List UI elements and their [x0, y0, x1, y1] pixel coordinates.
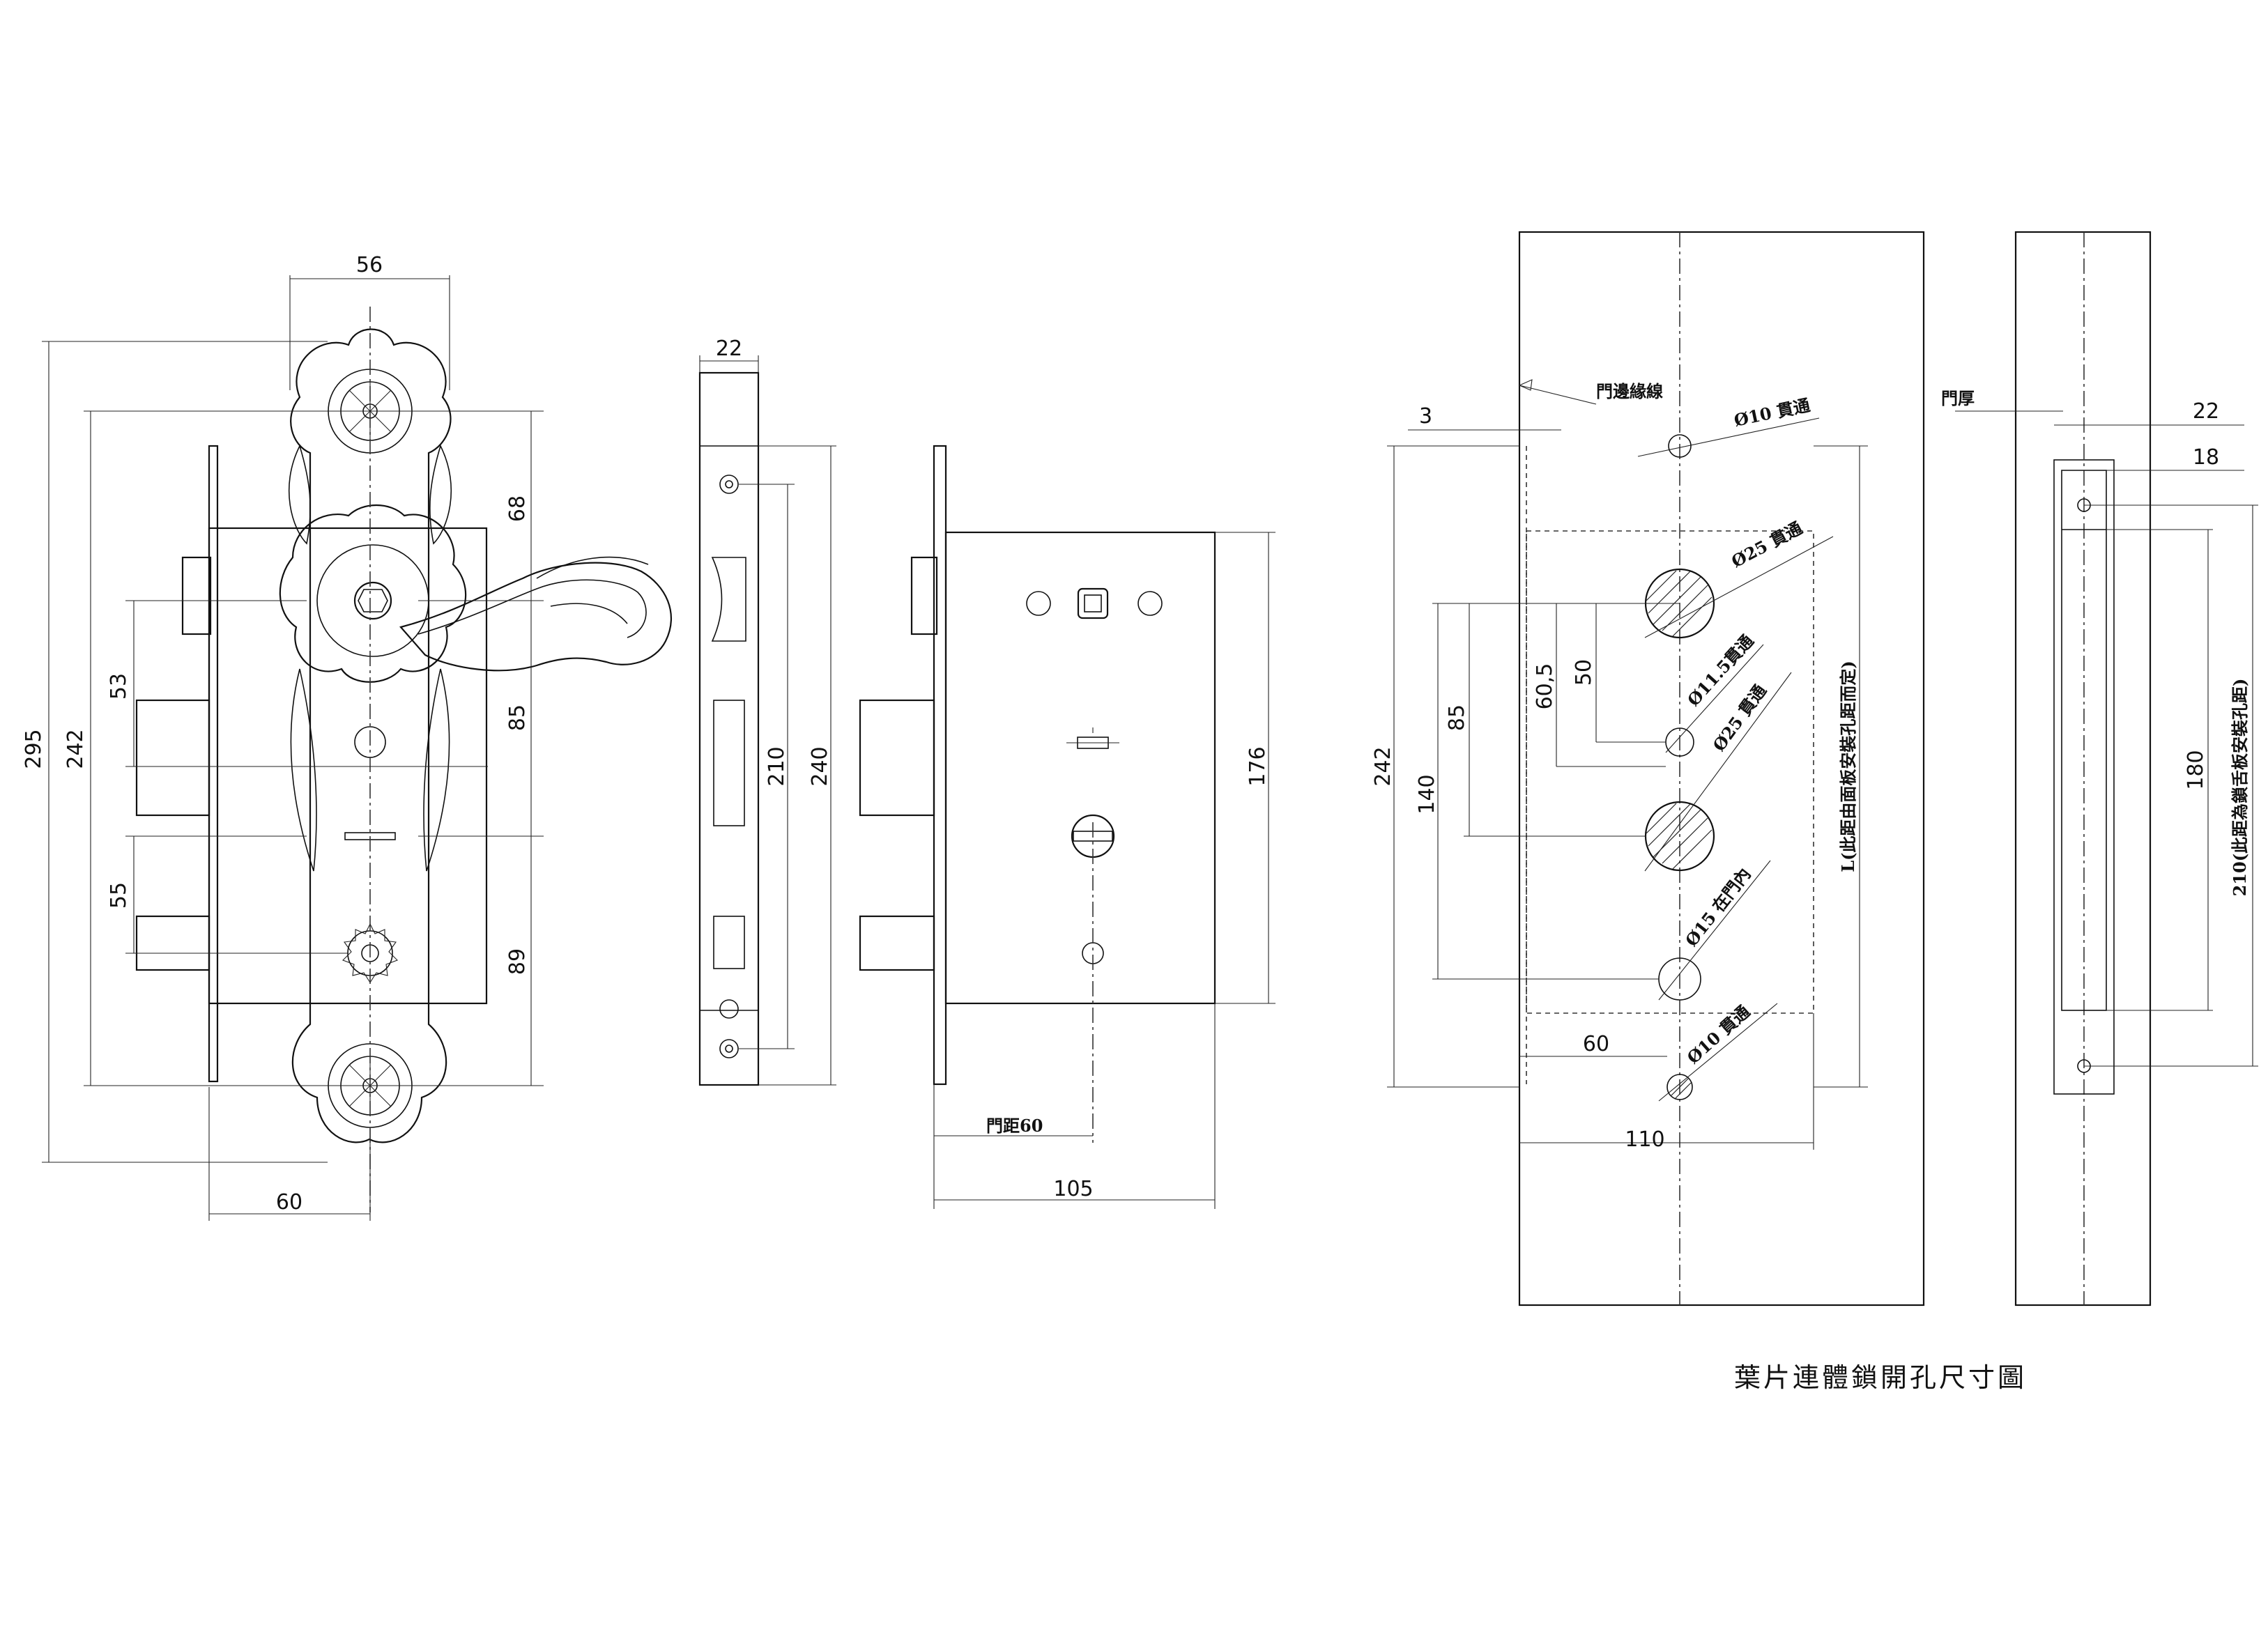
dim-295: 295	[22, 729, 46, 769]
dim-240: 240	[808, 746, 832, 786]
dim-89: 89	[505, 948, 530, 975]
dim-105: 105	[1053, 1177, 1093, 1201]
front-deadbolt	[135, 915, 210, 971]
note-210: 210(此距為鎖舌板安裝孔距)	[2230, 679, 2250, 897]
lever-handle	[399, 562, 672, 672]
leaf-ornament-icon	[288, 444, 311, 545]
dim-242-front: 242	[63, 729, 88, 769]
dim-3: 3	[1419, 404, 1432, 429]
l-note: L(此距由面板安裝孔距而定)	[1838, 661, 1858, 872]
dim-176: 176	[1246, 746, 1270, 786]
dim-180: 180	[2184, 750, 2208, 789]
hole-label-6: Ø10 貫通	[1683, 1001, 1754, 1068]
faceplate-view: 22 210 240	[698, 337, 836, 1086]
dim-60-door: 60	[1583, 1032, 1609, 1056]
front-latch	[135, 699, 210, 817]
front-faceplate	[208, 445, 219, 1083]
escutcheon-plate	[290, 328, 452, 1143]
dim-53: 53	[107, 673, 131, 700]
hole-top-10	[1668, 434, 1692, 458]
dim-18: 18	[2193, 445, 2219, 470]
dim-210-plate: 210	[765, 746, 789, 786]
dim-22-plate: 22	[716, 337, 742, 361]
dim-22-edge: 22	[2193, 399, 2219, 424]
door-thickness-label: 門厚	[1941, 388, 1975, 408]
dim-242-door: 242	[1371, 746, 1395, 786]
front-lock-body	[208, 527, 488, 1005]
hole-label-4: Ø25 貫通	[1708, 681, 1770, 755]
dim-85-door: 85	[1445, 704, 1469, 731]
door-edge-view: 門厚 22 18 180 210(此距為鎖舌板安裝孔距)	[1941, 231, 2258, 1307]
hole-label-2: Ø25 貫通	[1728, 518, 1805, 572]
dim-85-front: 85	[505, 704, 530, 731]
hole-label-1: Ø10 貫通	[1732, 394, 1811, 430]
door-prep-view: 門邊緣線 3 242 140 85 60,5 50 60 110	[1371, 231, 1925, 1307]
dim-140: 140	[1415, 774, 1439, 814]
dim-60-5: 60,5	[1533, 663, 1557, 710]
lock-body-view: 176 門距60 105	[859, 445, 1275, 1209]
front-top-tab	[181, 556, 212, 635]
spindle-hole-icon	[353, 581, 392, 620]
hole-label-5: Ø15 在門內	[1681, 864, 1755, 950]
dim-60-front: 60	[276, 1190, 302, 1215]
dim-68: 68	[505, 495, 530, 522]
door-edge-label: 門邊緣線	[1596, 381, 1663, 401]
dim-55: 55	[107, 882, 131, 909]
handle-rosette	[279, 504, 467, 683]
dim-110: 110	[1625, 1127, 1664, 1152]
hole-bottom-10	[1666, 1074, 1693, 1100]
dim-50: 50	[1572, 659, 1596, 686]
front-view: 56 295 242 68 85 89 53 55 60	[22, 253, 672, 1221]
bolt-slot-upper	[713, 700, 745, 826]
dim-56: 56	[356, 253, 383, 277]
bolt-slot-lower	[713, 916, 745, 969]
backset-label: 門距60	[986, 1116, 1043, 1136]
spindle-square-icon	[1077, 587, 1109, 619]
latch-slot	[711, 557, 746, 642]
drawing-title: 葉片連體鎖開孔尺寸圖	[1734, 1362, 2027, 1393]
